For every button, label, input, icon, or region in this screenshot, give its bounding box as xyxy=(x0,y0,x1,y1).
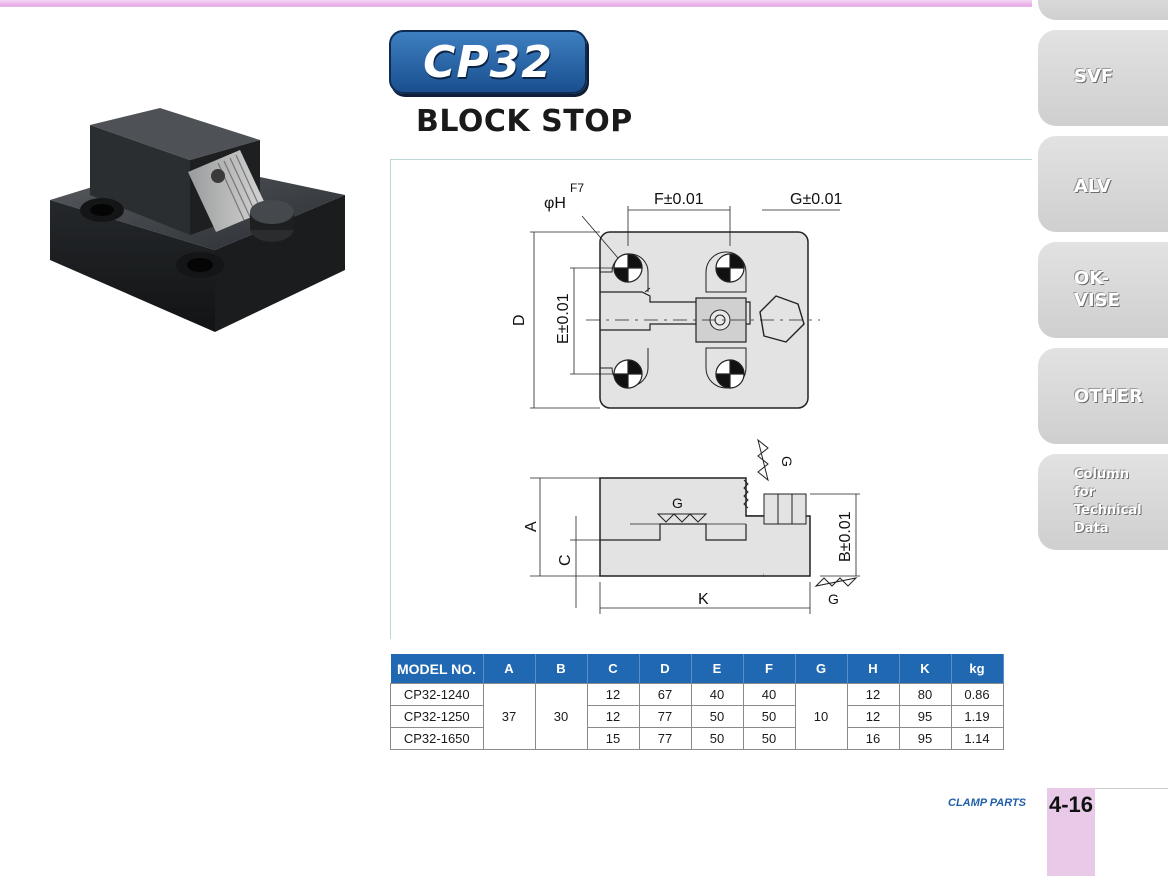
cell-k: 95 xyxy=(898,705,952,728)
label-k-dimension: K xyxy=(698,591,709,608)
side-tab-ok-vise-label: OK- VISE xyxy=(1074,268,1120,311)
cell-c: 15 xyxy=(586,727,640,750)
table-row: CP32-1650 15 77 50 50 16 95 1.14 xyxy=(390,727,1004,750)
cell-a-shared: 37 xyxy=(482,683,536,750)
cell-kg: 1.14 xyxy=(950,727,1004,750)
col-b: B xyxy=(535,654,588,684)
finish-mark-top: G xyxy=(672,495,683,511)
label-c-dimension: C xyxy=(557,554,574,566)
side-tab-column-technical-data[interactable]: Column for Technical Data xyxy=(1038,454,1168,550)
col-k: K xyxy=(899,654,952,684)
cell-d: 77 xyxy=(638,727,692,750)
side-tab-ok-vise[interactable]: OK- VISE xyxy=(1038,242,1168,338)
cell-f: 50 xyxy=(742,705,796,728)
cell-f: 40 xyxy=(742,683,796,706)
cell-c: 12 xyxy=(586,683,640,706)
cell-k: 95 xyxy=(898,727,952,750)
product-code: CP32 xyxy=(423,36,553,88)
label-b-dimension: B±0.01 xyxy=(837,511,854,562)
cell-d: 77 xyxy=(638,705,692,728)
top-view-drawing: φH F7 F±0.01 G±0.01 D E±0.01 xyxy=(511,181,842,409)
product-code-badge: CP32 xyxy=(389,30,587,94)
cell-k: 80 xyxy=(898,683,952,706)
product-photo xyxy=(50,108,345,332)
label-a-dimension: A xyxy=(523,521,540,532)
finish-mark-bottom: G xyxy=(828,591,839,607)
label-g-dimension: G±0.01 xyxy=(790,191,842,208)
label-phi-h-tolerance: F7 xyxy=(570,181,584,195)
col-e: E xyxy=(691,654,744,684)
cell-f: 50 xyxy=(742,727,796,750)
cell-h: 12 xyxy=(846,683,900,706)
cell-d: 67 xyxy=(638,683,692,706)
col-model: MODEL NO. xyxy=(390,654,484,684)
col-g: G xyxy=(795,654,848,684)
cell-model: CP32-1240 xyxy=(390,683,484,706)
footer-divider xyxy=(1095,788,1168,789)
page-number-box xyxy=(1047,788,1095,876)
finish-mark-side: G xyxy=(779,456,795,467)
side-tab-svf-label: SVF xyxy=(1074,66,1114,87)
side-tab-previous[interactable] xyxy=(1038,0,1168,20)
col-c: C xyxy=(587,654,640,684)
side-tab-other[interactable]: OTHER xyxy=(1038,348,1168,444)
side-view-drawing: A C K B±0.01 G G G xyxy=(523,438,860,614)
col-a: A xyxy=(483,654,536,684)
page-number: 4-16 xyxy=(1049,792,1094,817)
cell-kg: 0.86 xyxy=(950,683,1004,706)
label-d-dimension: D xyxy=(511,314,528,326)
table-row: CP32-1250 12 77 50 50 12 95 1.19 xyxy=(390,705,1004,728)
label-f-dimension: F±0.01 xyxy=(654,191,704,208)
cell-h: 16 xyxy=(846,727,900,750)
label-e-dimension: E±0.01 xyxy=(555,293,572,344)
col-h: H xyxy=(847,654,900,684)
side-tab-svf[interactable]: SVF xyxy=(1038,30,1168,126)
side-tab-other-label: OTHER xyxy=(1074,386,1143,407)
svg-text:φH: φH xyxy=(544,195,566,212)
cell-model: CP32-1650 xyxy=(390,727,484,750)
col-d: D xyxy=(639,654,692,684)
top-accent-line xyxy=(0,6,1032,7)
side-tab-alv[interactable]: ALV xyxy=(1038,136,1168,232)
col-kg: kg xyxy=(951,654,1004,684)
side-tab-column-label: Column for Technical Data xyxy=(1074,467,1142,536)
table-row: CP32-1240 37 30 12 67 40 40 10 12 80 0.8… xyxy=(390,683,1004,750)
section-divider-horizontal xyxy=(390,159,1032,160)
footer-section-label: CLAMP PARTS xyxy=(948,797,1027,809)
cell-b-shared: 30 xyxy=(534,683,588,750)
side-tab-alv-label: ALV xyxy=(1074,176,1111,197)
spec-table: MODEL NO. A B C D E F G H K kg CP32-1240… xyxy=(390,654,1004,750)
cell-h: 12 xyxy=(846,705,900,728)
table-header-row: MODEL NO. A B C D E F G H K kg xyxy=(390,654,1004,684)
section-divider-vertical xyxy=(390,159,391,639)
col-f: F xyxy=(743,654,796,684)
cell-e: 50 xyxy=(690,705,744,728)
cell-model: CP32-1250 xyxy=(390,705,484,728)
cell-e: 40 xyxy=(690,683,744,706)
cell-e: 50 xyxy=(690,727,744,750)
cell-kg: 1.19 xyxy=(950,705,1004,728)
top-accent-bar xyxy=(0,0,1032,6)
cell-g-shared: 10 xyxy=(794,683,848,750)
label-phi-h: φH xyxy=(544,195,566,212)
page-title: BLOCK STOP xyxy=(416,104,633,139)
cell-c: 12 xyxy=(586,705,640,728)
